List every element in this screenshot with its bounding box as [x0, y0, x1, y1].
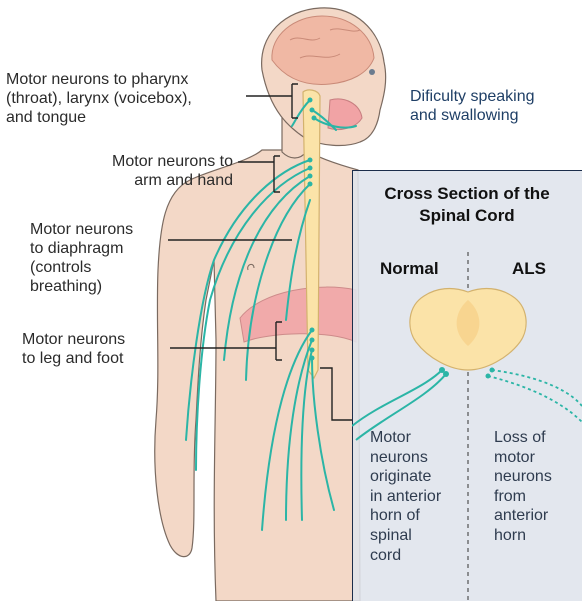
label-arm-hand: Motor neurons to arm and hand — [40, 152, 233, 190]
label-leg-foot: Motor neurons to leg and foot — [22, 330, 125, 368]
als-description: Loss of motor neurons from anterior horn — [494, 428, 552, 546]
label-diaphragm: Motor neurons to diaphragm (controls bre… — [30, 220, 133, 296]
label-difficulty-speaking: Dificulty speaking and swallowing — [410, 87, 535, 125]
label-pharynx: Motor neurons to pharynx (throat), laryn… — [6, 70, 192, 127]
body-silhouette — [155, 150, 360, 601]
normal-description: Motor neurons originate in anterior horn… — [370, 428, 441, 565]
